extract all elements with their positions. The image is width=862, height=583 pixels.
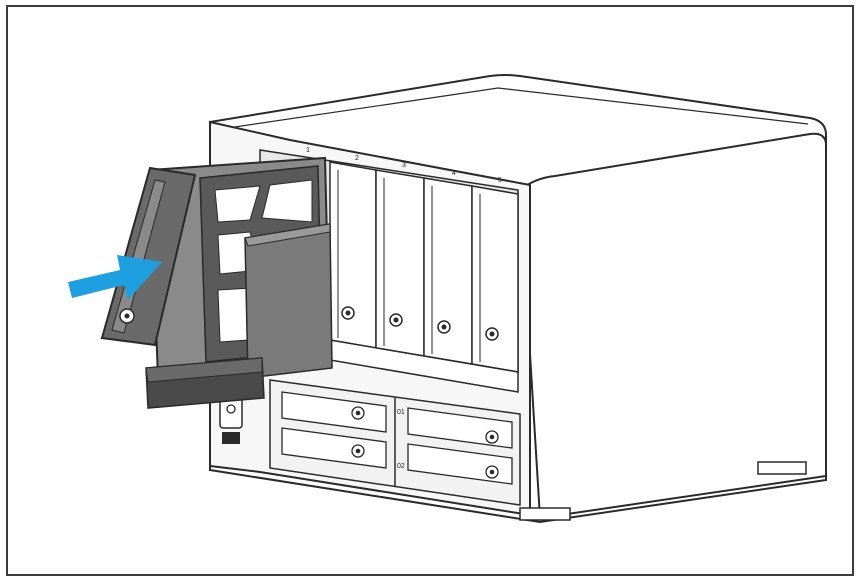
m2-slot-2-right[interactable] <box>407 443 513 485</box>
bay-number-1: 1 <box>306 147 310 154</box>
drive-tray-being-inserted[interactable] <box>100 156 333 409</box>
drive-tray-bay-2[interactable] <box>329 161 377 349</box>
top-edge-line <box>227 87 809 129</box>
nas-foot-right <box>757 461 807 475</box>
usb-port-icon[interactable] <box>222 432 240 444</box>
lock-icon <box>226 404 236 414</box>
m2-slot-1-left[interactable] <box>281 391 387 433</box>
drive-tray-bay-3[interactable] <box>375 169 425 357</box>
bay-number-3: 3 <box>402 162 406 169</box>
m2-slot-1-right[interactable] <box>407 407 513 449</box>
m2-label-01: 01 <box>397 409 405 416</box>
front-lock-key[interactable] <box>219 397 243 429</box>
nas-side-panel <box>518 132 827 520</box>
drive-tray-bay-4[interactable] <box>423 177 473 365</box>
insert-arrow-icon <box>68 255 162 300</box>
drive-tray-bay-5[interactable] <box>471 185 519 373</box>
bay-number-2: 2 <box>355 155 359 162</box>
m2-label-02: 02 <box>397 463 405 470</box>
m2-slot-2-left[interactable] <box>281 427 387 469</box>
bay-number-5: 5 <box>498 177 502 184</box>
bay-number-4: 4 <box>452 170 456 177</box>
nas-foot-front <box>519 507 571 521</box>
